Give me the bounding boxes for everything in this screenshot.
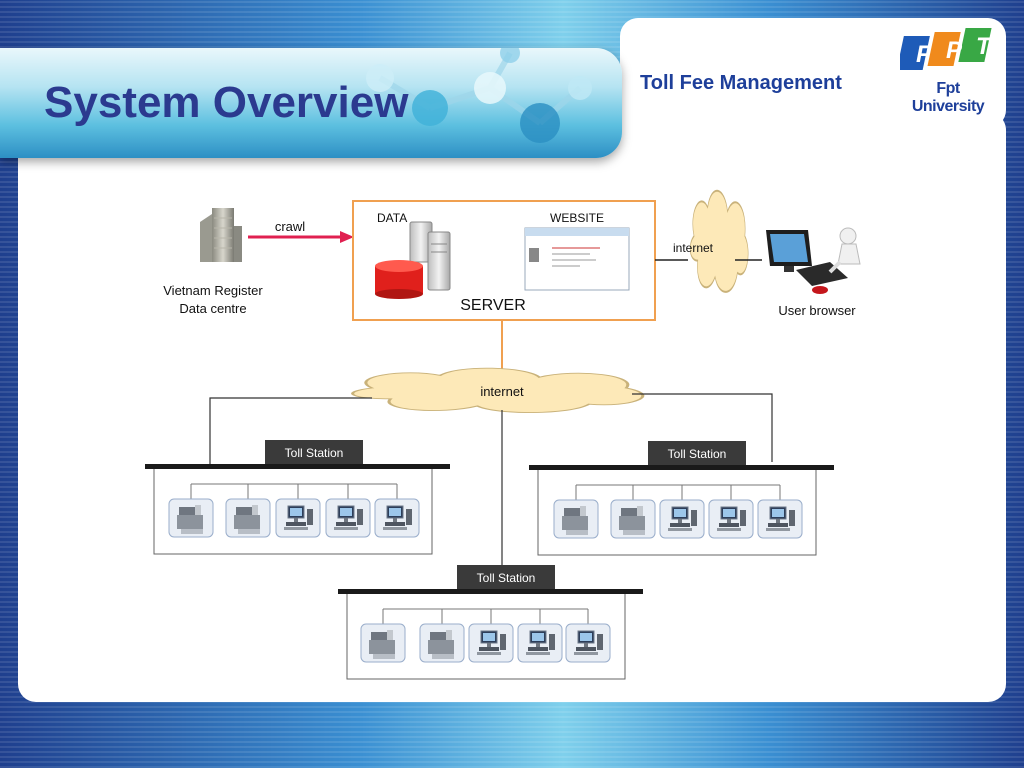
station-label: Toll Station [285, 446, 344, 460]
logo-block-t [958, 28, 992, 62]
logo-caption: Fpt University [911, 80, 985, 115]
crawl-label: crawl [275, 219, 305, 234]
website-label: WEBSITE [550, 211, 604, 225]
server-label: SERVER [460, 297, 526, 314]
station-device-desktop [757, 499, 803, 539]
station-device-kiosk [168, 498, 214, 538]
station-label: Toll Station [668, 447, 727, 461]
title-banner [0, 48, 622, 158]
logo-block-p [927, 32, 961, 66]
source-label-line-1: Vietnam Register [163, 283, 263, 298]
logo-block-f [900, 36, 930, 70]
server-rack-icon [409, 221, 451, 291]
data-label: DATA [377, 211, 407, 225]
station-device-desktop [708, 499, 754, 539]
database-icon [375, 260, 423, 299]
page-title: System Overview [44, 78, 409, 127]
website-screenshot-icon [524, 227, 630, 291]
station-device-desktop [468, 623, 514, 663]
source-label-line-2: Data centre [179, 301, 246, 316]
logo-letter-p: P [946, 37, 963, 64]
molecule-decoration [366, 48, 592, 143]
station-device-kiosk [225, 498, 271, 538]
station-label: Toll Station [477, 571, 536, 585]
datacentre-building-icon [200, 208, 242, 262]
slide-subtitle: Toll Fee Management [640, 72, 842, 94]
crawl-arrow [248, 231, 354, 243]
logo-letter-f: F [916, 41, 932, 68]
station-device-kiosk [610, 499, 656, 539]
cloud-middle-label: internet [480, 384, 524, 399]
user-browser-label: User browser [778, 303, 856, 318]
toll-station-1: Toll Station [145, 440, 450, 555]
user-computer-icon [766, 227, 861, 294]
station-device-desktop [565, 623, 611, 663]
network-lines [209, 393, 773, 565]
station-device-desktop [517, 623, 563, 663]
fpt-logo: F P T [900, 28, 993, 70]
station-device-desktop [275, 498, 321, 538]
station-device-desktop [374, 498, 420, 538]
station-device-kiosk [360, 623, 406, 663]
cloud-top-label: internet [673, 241, 714, 255]
logo-letter-t: T [976, 33, 993, 60]
station-device-kiosk [419, 623, 465, 663]
station-device-desktop [659, 499, 705, 539]
station-device-kiosk [553, 499, 599, 539]
station-device-desktop [325, 498, 371, 538]
toll-station-2: Toll Station [529, 441, 834, 556]
toll-station-3: Toll Station [338, 565, 643, 680]
